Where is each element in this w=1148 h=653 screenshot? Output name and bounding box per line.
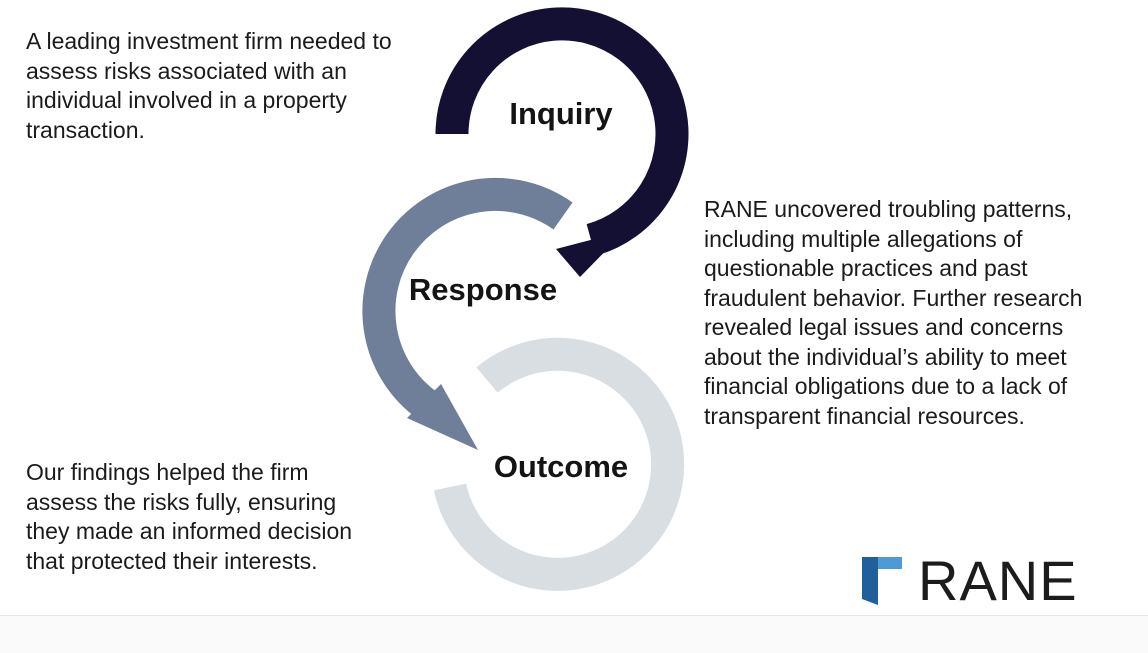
rane-logo-wordmark: RANE: [918, 549, 1078, 612]
inquiry-arc: [435, 7, 689, 256]
response-label: Response: [409, 272, 557, 307]
footer-band: [0, 615, 1148, 653]
response-arrowhead: [407, 384, 478, 450]
outcome-description: Our findings helped the firm assess the …: [26, 459, 353, 574]
rane-logo-mark-icon: [862, 557, 902, 605]
rane-logo: RANE: [860, 549, 1078, 612]
inquiry-arrowhead: [556, 231, 625, 277]
inquiry-description: A leading investment firm needed to asse…: [26, 28, 392, 143]
response-description: RANE uncovered troubling patterns, inclu…: [704, 196, 1083, 429]
outcome-arc: [433, 337, 685, 591]
case-study-slide: A leading investment firm needed to asse…: [26, 7, 1083, 612]
process-cycle-diagram: Inquiry Response Outcome: [362, 7, 689, 591]
inquiry-label: Inquiry: [509, 96, 613, 131]
outcome-label: Outcome: [494, 449, 628, 484]
response-arc: [362, 177, 573, 420]
